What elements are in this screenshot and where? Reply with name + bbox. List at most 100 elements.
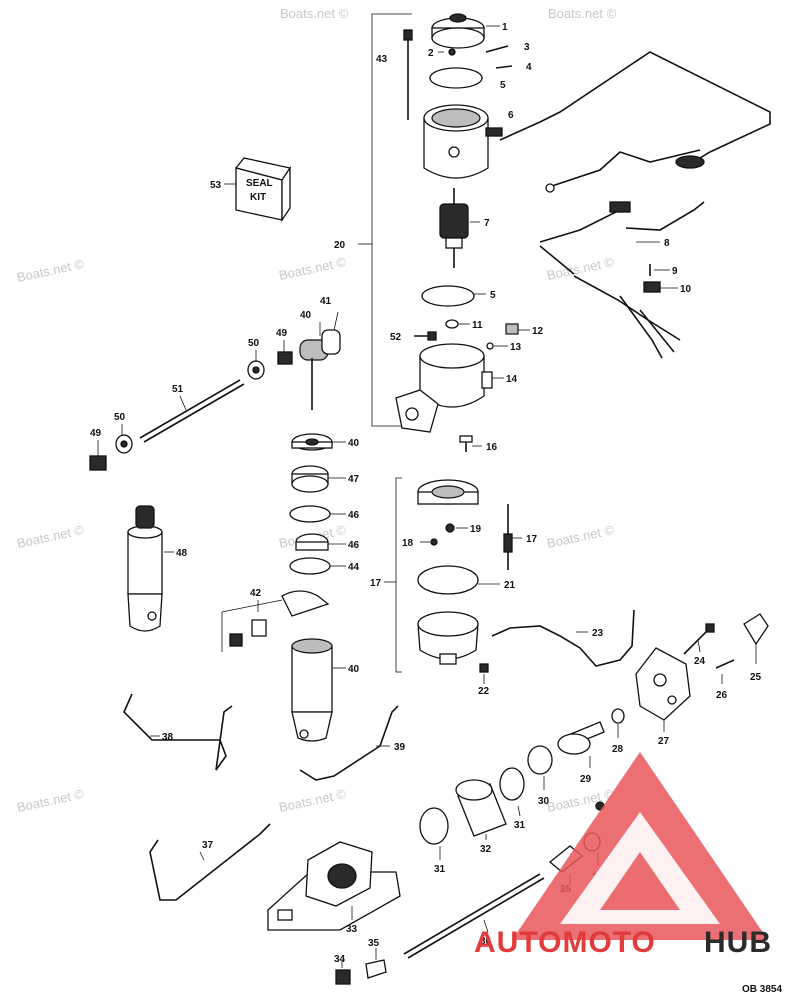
part-12-13-fittings: [486, 323, 530, 350]
part-26-screw: [715, 659, 735, 684]
callout-25: 25: [750, 672, 762, 683]
callout-37: 37: [202, 840, 214, 851]
part-17-spring: [503, 504, 522, 570]
callout-40-lower: 40: [348, 664, 360, 675]
part-22-screw: [479, 663, 489, 684]
callout-11: 11: [472, 320, 483, 331]
part-21-o-ring: [417, 565, 479, 595]
callout-50-lower: 50: [114, 412, 126, 423]
callout-24: 24: [694, 656, 706, 667]
part-39-tube: [299, 705, 399, 781]
callout-46-top: 46: [348, 510, 360, 521]
callout-52: 52: [390, 332, 402, 343]
callout-7: 7: [484, 218, 490, 229]
callout-41: 41: [320, 296, 332, 307]
callout-8: 8: [664, 238, 670, 249]
watermark: Boats.net ©: [16, 256, 86, 285]
logo-triangle-core: [600, 852, 680, 910]
callout-31-right: 31: [514, 820, 526, 831]
part-1-end-cap: [431, 13, 500, 49]
watermark: Boats.net ©: [16, 522, 86, 551]
part-34-35-lower: [335, 948, 387, 985]
part-23-tube: [491, 609, 635, 667]
callout-23: 23: [592, 628, 604, 639]
part-5-o-ring-lower: [421, 285, 475, 307]
part-11-washer: [445, 319, 459, 329]
part-18-19-balls: [420, 523, 468, 546]
callout-39: 39: [394, 742, 406, 753]
callout-26: 26: [716, 690, 728, 701]
callout-30: 30: [538, 796, 550, 807]
seal-kit-line2: KIT: [250, 192, 266, 203]
callout-53: 53: [210, 180, 222, 191]
callout-1: 1: [502, 22, 508, 33]
watermark: Boats.net ©: [548, 6, 617, 21]
reference-code: OB 3854: [742, 984, 782, 995]
part-48-tilt-cylinder: [127, 505, 174, 632]
callout-36: 36: [480, 936, 492, 947]
callout-21: 21: [504, 580, 516, 591]
watermark: Boats.net ©: [546, 522, 616, 551]
part-53-seal-kit: SEAL KIT: [224, 157, 292, 223]
callout-38: 38: [162, 732, 174, 743]
callout-9: 9: [672, 266, 678, 277]
callout-12: 12: [532, 326, 544, 337]
part-38-tube: [123, 693, 233, 771]
callout-10: 10: [680, 284, 692, 295]
callout-44: 44: [348, 562, 360, 573]
part-49-50-nut-washer-upper: [247, 340, 293, 380]
callout-19: 19: [470, 524, 482, 535]
part-52-screw: [414, 331, 437, 341]
part-27-valve-body: [635, 647, 691, 732]
callout-35-lower: 35: [368, 938, 380, 949]
callout-29: 29: [580, 774, 592, 785]
callout-28: 28: [612, 744, 624, 755]
part-43-rod: [403, 29, 413, 120]
part-6-motor-housing: [423, 104, 503, 179]
callout-40-disc: 40: [348, 438, 360, 449]
callout-5-lower: 5: [490, 290, 496, 301]
part-40-47-46-44-stack: [289, 433, 346, 575]
callout-13: 13: [510, 342, 522, 353]
callout-5: 5: [500, 80, 506, 91]
bracket-17: [395, 477, 402, 673]
watermark: Boats.net ©: [278, 254, 348, 283]
callout-22: 22: [478, 686, 490, 697]
logo-text-hub: HUB: [704, 926, 772, 959]
callout-27: 27: [658, 736, 670, 747]
part-25-clip: [743, 613, 769, 664]
part-2-3-4-hardware: [438, 45, 513, 69]
part-17-pump-lower: [417, 611, 479, 665]
callout-3: 3: [524, 42, 530, 53]
callout-47: 47: [348, 474, 360, 485]
part-7-armature: [439, 188, 480, 268]
callout-18: 18: [402, 538, 414, 549]
watermark: Boats.net ©: [280, 6, 349, 21]
callout-50-upper: 50: [248, 338, 260, 349]
callout-48: 48: [176, 548, 188, 559]
part-51-long-rod: [139, 379, 245, 443]
part-49-50-nut-washer-lower: [89, 424, 133, 471]
part-16-pin: [459, 435, 482, 452]
callout-40-upper: 40: [300, 310, 312, 321]
part-8-wire-harness: [499, 51, 771, 359]
part-17-pump-top: [417, 479, 479, 505]
callout-4: 4: [526, 62, 532, 73]
part-37-tube: [149, 823, 271, 901]
logo-text-automoto: AUTOMOTO: [474, 926, 656, 959]
callout-17: 17: [370, 578, 382, 589]
part-42-bracket: [221, 590, 330, 652]
callout-6: 6: [508, 110, 514, 121]
callout-32: 32: [480, 844, 492, 855]
callout-49-lower: 49: [90, 428, 102, 439]
automotohub-logo: AUTOMOTO HUB: [474, 752, 772, 959]
bracket-20: [371, 13, 412, 427]
callout-14: 14: [506, 374, 518, 385]
part-31-32-piston: [419, 767, 525, 860]
part-40-41-pivot: [299, 311, 341, 410]
callout-2: 2: [428, 48, 434, 59]
watermark: Boats.net ©: [16, 786, 86, 815]
callout-43: 43: [376, 54, 388, 65]
seal-kit-line1: SEAL: [246, 178, 273, 189]
